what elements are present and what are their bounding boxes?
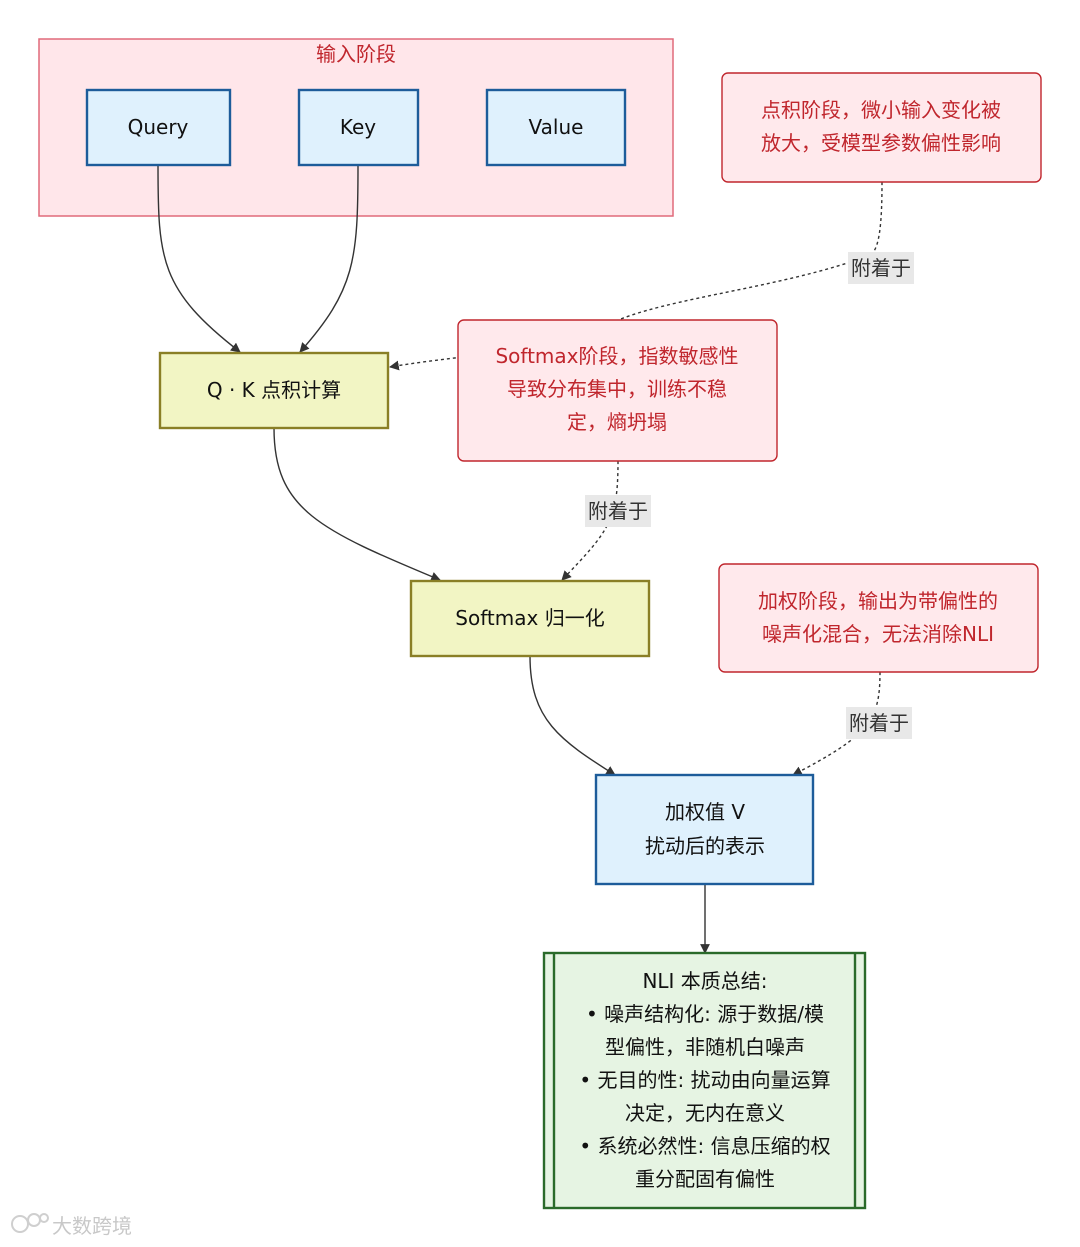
note-softmax-line-1: Softmax阶段，指数敏感性 xyxy=(495,344,738,368)
node-qk-dot-product[interactable]: Q · K 点积计算 xyxy=(158,351,390,430)
node-key-box[interactable] xyxy=(297,88,420,167)
node-value[interactable]: Value xyxy=(485,88,627,167)
node-summary-line-4: • 无目的性: 扰动由向量运算 xyxy=(579,1068,830,1092)
edge-note-softmax-to-softmax xyxy=(561,460,619,581)
node-qk-box[interactable] xyxy=(158,351,390,430)
edge-key-to-qk xyxy=(299,164,359,353)
edge-label-weighted: 附着于 xyxy=(846,707,912,739)
edges xyxy=(157,164,883,954)
node-softmax-label: Softmax 归一化 xyxy=(455,606,604,630)
node-weighted-line-1: 加权值 V xyxy=(665,800,745,824)
edge-label-softmax-bg xyxy=(585,495,651,527)
node-query-label: Query xyxy=(128,115,189,139)
node-value-box[interactable] xyxy=(485,88,627,167)
edge-softmax-to-weighted xyxy=(529,655,616,776)
edge-label-dot-text: 附着于 xyxy=(851,256,911,280)
node-weighted-line-2: 扰动后的表示 xyxy=(645,834,765,858)
node-weighted-value[interactable]: 加权值 V 扰动后的表示 xyxy=(594,773,815,886)
node-key-label: Key xyxy=(340,115,376,139)
watermark-logo-icon xyxy=(11,1213,49,1233)
note-dot-line-2: 放大，受模型参数偏性影响 xyxy=(761,131,1001,155)
edge-query-to-qk xyxy=(157,164,241,353)
watermark: 大数跨境 xyxy=(11,1213,132,1238)
note-dot-line-1: 点积阶段，微小输入变化被 xyxy=(761,98,1001,122)
edge-label-softmax-text: 附着于 xyxy=(588,499,648,523)
note-weighted-line-1: 加权阶段，输出为带偏性的 xyxy=(758,589,998,613)
node-qk-label: Q · K 点积计算 xyxy=(207,378,341,402)
node-summary-box[interactable] xyxy=(542,951,867,1210)
note-softmax-line-2: 导致分布集中，训练不稳 xyxy=(507,377,727,401)
edge-label-dot: 附着于 xyxy=(848,252,914,284)
note-dot-product[interactable]: 点积阶段，微小输入变化被 放大，受模型参数偏性影响 xyxy=(721,72,1042,183)
edge-label-dot-bg xyxy=(848,252,914,284)
note-dot-box[interactable] xyxy=(721,72,1042,183)
node-summary-line-7: 重分配固有偏性 xyxy=(635,1167,775,1191)
note-weighted[interactable]: 加权阶段，输出为带偏性的 噪声化混合，无法消除NLI xyxy=(718,563,1039,673)
node-query[interactable]: Query xyxy=(85,88,232,167)
note-softmax[interactable]: Softmax阶段，指数敏感性 导致分布集中，训练不稳 定，熵坍塌 xyxy=(457,319,778,462)
group-input-stage-label: 输入阶段 xyxy=(316,42,396,66)
node-softmax[interactable]: Softmax 归一化 xyxy=(409,579,651,658)
edge-label-softmax: 附着于 xyxy=(585,495,651,527)
note-weighted-line-2: 噪声化混合，无法消除NLI xyxy=(762,622,994,646)
note-softmax-line-3: 定，熵坍塌 xyxy=(567,410,667,434)
node-summary-line-6: • 系统必然性: 信息压缩的权 xyxy=(579,1134,830,1158)
note-softmax-box[interactable] xyxy=(457,319,778,462)
node-weighted-box[interactable] xyxy=(594,773,815,886)
node-nli-summary[interactable]: NLI 本质总结: • 噪声结构化: 源于数据/模 型偏性，非随机白噪声 • 无… xyxy=(542,951,867,1210)
node-summary-line-1: NLI 本质总结: xyxy=(642,969,767,993)
watermark-text: 大数跨境 xyxy=(52,1214,132,1238)
edge-qk-to-softmax xyxy=(273,427,441,582)
node-key[interactable]: Key xyxy=(297,88,420,167)
node-summary-line-2: • 噪声结构化: 源于数据/模 xyxy=(586,1002,824,1026)
node-summary-line-3: 型偏性，非随机白噪声 xyxy=(605,1035,805,1059)
node-softmax-box[interactable] xyxy=(409,579,651,658)
edge-label-weighted-bg xyxy=(846,707,912,739)
node-value-label: Value xyxy=(529,115,584,139)
node-summary-line-5: 决定，无内在意义 xyxy=(625,1101,785,1125)
node-query-box[interactable] xyxy=(85,88,232,167)
edge-label-weighted-text: 附着于 xyxy=(849,711,909,735)
note-weighted-box[interactable] xyxy=(718,563,1039,673)
